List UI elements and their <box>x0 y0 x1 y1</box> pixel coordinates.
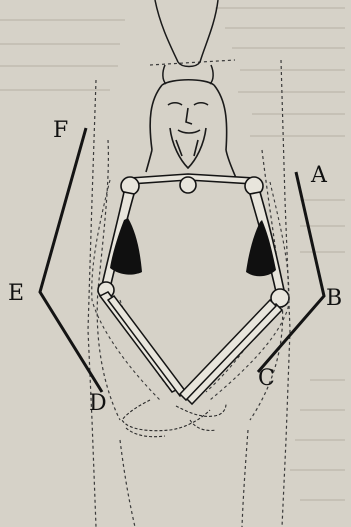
left-forearm-bones <box>100 292 186 396</box>
headdress-drawing <box>155 0 218 84</box>
shoulder-bones <box>121 174 263 195</box>
label-b: B <box>326 288 342 310</box>
label-e: E <box>8 283 24 305</box>
line-f-e-d <box>40 128 102 392</box>
label-f: F <box>53 120 68 142</box>
label-d: D <box>89 393 107 415</box>
body-outline-dashed <box>88 60 290 527</box>
head-drawing <box>146 80 236 178</box>
crossed-hands-drawing <box>122 400 226 437</box>
label-c: C <box>258 368 275 390</box>
label-a: A <box>311 165 327 187</box>
label-lines <box>40 128 324 392</box>
